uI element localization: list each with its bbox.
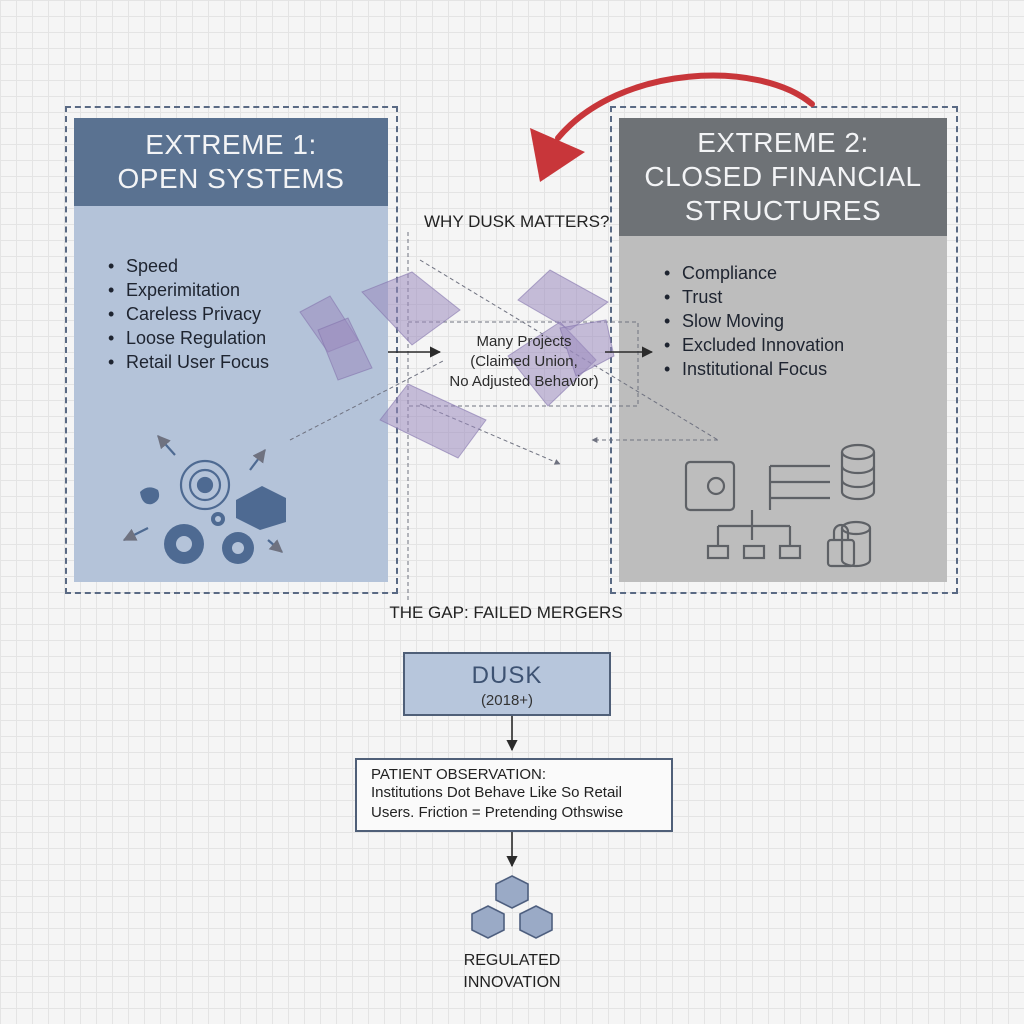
extreme1-item: Careless Privacy — [108, 302, 269, 326]
extreme1-item: Experimitation — [108, 278, 269, 302]
result-line: REGULATED — [463, 952, 561, 969]
extreme2-header: EXTREME 2: CLOSED FINANCIAL STRUCTURES — [619, 118, 947, 236]
extreme1-header: EXTREME 1: OPEN SYSTEMS — [74, 118, 388, 206]
open-systems-icons — [122, 435, 284, 553]
extreme2-item: Trust — [664, 285, 844, 309]
many-projects-text: Many Projects (Claimed Union, No Adjuste… — [424, 332, 624, 392]
extreme1-list: Speed Experimitation Careless Privacy Lo… — [108, 254, 269, 374]
extreme2-item: Slow Moving — [664, 309, 844, 333]
extreme2-item: Institutional Focus — [664, 357, 844, 381]
dusk-box: DUSK (2018+) — [403, 652, 611, 716]
extreme2-item: Compliance — [664, 261, 844, 285]
extreme2-title: EXTREME 2: CLOSED FINANCIAL STRUCTURES — [644, 127, 922, 226]
cubes-icon — [471, 875, 553, 939]
extreme2-list: Compliance Trust Slow Moving Excluded In… — [664, 261, 844, 381]
observation-title: PATIENT OBSERVATION: — [371, 766, 547, 783]
result-label: REGULATED INNOVATION — [412, 950, 612, 994]
extreme1-item: Loose Regulation — [108, 326, 269, 350]
dusk-years: (2018+) — [480, 692, 534, 709]
observation-box: PATIENT OBSERVATION: Institutions Dot Be… — [355, 758, 673, 832]
many-projects-line: (Claimed Union, — [470, 353, 578, 370]
extreme1-title: EXTREME 1: OPEN SYSTEMS — [117, 129, 345, 194]
overlay-shapes — [299, 269, 615, 459]
extreme1-frame — [65, 106, 398, 594]
extreme1-item: Retail User Focus — [108, 350, 269, 374]
many-projects-line: Many Projects — [476, 333, 572, 350]
many-projects-line: No Adjusted Behavior) — [449, 373, 599, 390]
dusk-title: DUSK — [471, 662, 543, 689]
extreme2-item: Excluded Innovation — [664, 333, 844, 357]
result-line: INNOVATION — [463, 974, 561, 991]
extreme1-item: Speed — [108, 254, 269, 278]
gap-label: THE GAP: FAILED MERGERS — [389, 603, 623, 622]
observation-line: Institutions Dot Behave Like So Retail — [371, 784, 622, 801]
dashed-connectors — [289, 232, 719, 600]
observation-line: Users. Friction = Pretending Othswise — [371, 804, 624, 821]
closed-finance-icons — [684, 443, 876, 568]
why-dusk-label: WHY DUSK MATTERS? — [424, 212, 610, 231]
